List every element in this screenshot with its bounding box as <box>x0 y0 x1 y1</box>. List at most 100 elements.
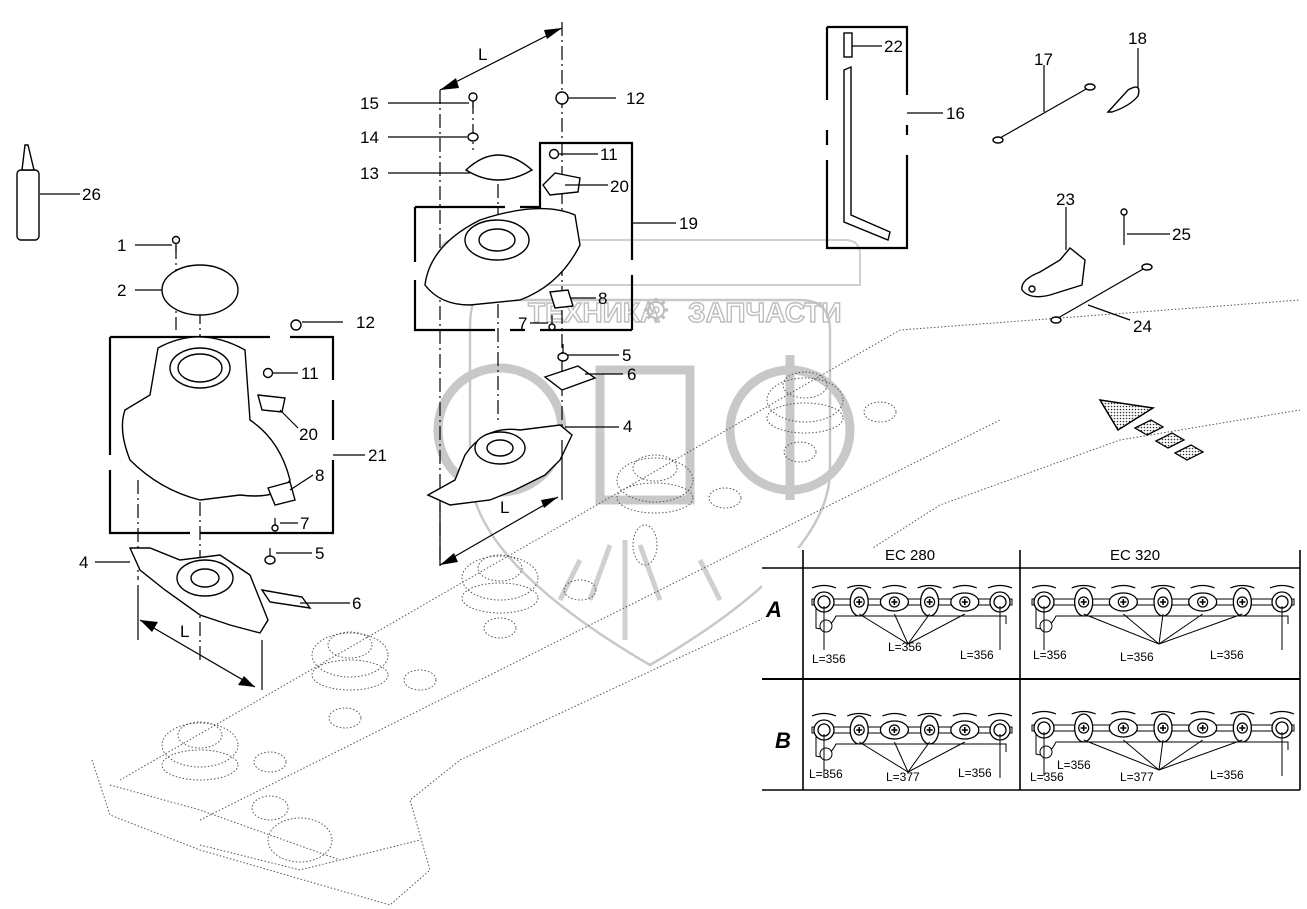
spacing-leader <box>907 741 966 773</box>
callout-7: 7 <box>518 314 527 333</box>
rotation-arc <box>811 712 837 717</box>
cable-17 <box>992 83 1096 144</box>
center-disc-assembly: L L <box>413 22 634 570</box>
cover-plate-2 <box>161 264 239 316</box>
disc-cross <box>1239 725 1246 731</box>
spacing-leader <box>893 613 909 645</box>
callout-11: 11 <box>301 364 319 383</box>
disc-cross <box>1160 599 1166 605</box>
nut-12 <box>290 319 302 331</box>
spacing-leader <box>1158 613 1243 645</box>
disc-cross <box>926 599 933 605</box>
rotation-arc <box>882 712 907 717</box>
cutter-bar <box>91 299 1301 906</box>
callout-11: 11 <box>600 145 618 164</box>
table-header-ec320: EC 320 <box>1110 547 1160 564</box>
spacing-b-ec280-right: L=356 <box>958 766 992 780</box>
callout-19: 19 <box>679 214 698 233</box>
spacing-a-ec280-right: L=356 <box>960 648 994 662</box>
screw-1 <box>171 235 181 252</box>
callout-7: 7 <box>300 514 309 533</box>
callout-22: 22 <box>884 37 903 56</box>
callout-24: 24 <box>1133 317 1152 336</box>
drum-hub <box>461 554 539 614</box>
callout-leaders <box>40 45 1170 604</box>
callout-numbers: 1 2 4 4 5 5 6 6 7 7 8 8 11 11 12 12 13 1… <box>79 29 1191 613</box>
rotation-arc <box>987 712 1013 717</box>
callout-4: 4 <box>79 553 88 572</box>
rotation-arc <box>1230 710 1255 715</box>
dimension-label: L <box>180 622 189 641</box>
rotation-arc <box>1150 584 1176 589</box>
callout-6: 6 <box>352 594 361 613</box>
disc-cross <box>856 599 863 605</box>
knife-6 <box>543 365 597 391</box>
spacing-leader <box>858 613 909 645</box>
spacing-a-ec280-middle: L=356 <box>888 640 922 654</box>
bolt-5 <box>264 548 276 565</box>
drum-hub <box>616 454 694 514</box>
disc-cross <box>856 727 863 733</box>
spacing-b-ec320-inner-left: L=356 <box>1057 758 1091 772</box>
spacing-a-ec320-middle: L=356 <box>1120 650 1154 664</box>
disc-cross <box>926 727 933 733</box>
spacing-b-ec280-middle: L=377 <box>886 770 920 784</box>
bearing-gear <box>253 401 897 773</box>
left-drum-assembly: L <box>108 235 335 690</box>
disc-cross <box>1199 725 1206 731</box>
spacing-b-ec280-left: L=356 <box>809 767 843 781</box>
disc-cross <box>1120 725 1127 731</box>
pin-25 <box>1120 208 1128 245</box>
bar-end-hole <box>1039 619 1053 633</box>
spacing-a-ec280-left: L=356 <box>812 652 846 666</box>
disc-cross <box>1160 725 1166 731</box>
rotation-arc <box>882 584 907 589</box>
gear-icon <box>644 298 668 322</box>
shim-20 <box>542 172 581 196</box>
lever-16 <box>843 65 891 241</box>
rotation-arc <box>1150 710 1176 715</box>
rotation-arc <box>1190 710 1215 715</box>
spacing-b-ec320-left: L=356 <box>1030 770 1064 784</box>
disc-cross <box>891 727 898 733</box>
rotation-arc <box>1071 710 1096 715</box>
shim-20 <box>257 394 286 413</box>
callout-6: 6 <box>627 365 636 384</box>
spacing-leader <box>1123 613 1160 645</box>
disc-cross <box>961 599 968 605</box>
screw-15 <box>468 92 478 108</box>
drum-hub <box>766 371 844 434</box>
cutter-bar-schematic <box>811 726 1013 734</box>
nut-11 <box>548 148 560 160</box>
callout-18: 18 <box>1128 29 1147 48</box>
callout-15: 15 <box>360 94 379 113</box>
rotation-arc <box>917 584 942 589</box>
dimension-label: L <box>478 45 487 64</box>
row-label-b: B <box>775 728 791 753</box>
disc-cross <box>1239 599 1246 605</box>
callout-12: 12 <box>626 89 645 108</box>
watermark-left-text: ТЕХНИКА <box>528 297 660 328</box>
callout-17: 17 <box>1034 50 1053 69</box>
disc-cross <box>961 727 968 733</box>
callout-26: 26 <box>82 185 101 204</box>
spacing-leader <box>858 741 909 773</box>
rotation-arc <box>987 584 1013 589</box>
spacing-leader <box>1158 613 1203 645</box>
screw-7 <box>271 518 279 532</box>
sealant-tube-26 <box>16 144 40 241</box>
rotation-arc <box>1031 710 1057 715</box>
cable-24 <box>1050 263 1153 324</box>
nut-11 <box>262 367 274 379</box>
dimension-label: L <box>500 498 509 517</box>
callout-4: 4 <box>623 417 632 436</box>
drum-housing-21 <box>121 336 291 501</box>
callout-20: 20 <box>299 425 318 444</box>
clip-18 <box>1106 86 1140 113</box>
disc-cross <box>891 599 898 605</box>
callout-2: 2 <box>117 281 126 300</box>
cutter-bar-schematic <box>811 598 1013 606</box>
dimension-L-top <box>439 27 563 91</box>
spacing-leader <box>1123 739 1160 771</box>
spacing-a-ec320-left: L=356 <box>1033 648 1067 662</box>
